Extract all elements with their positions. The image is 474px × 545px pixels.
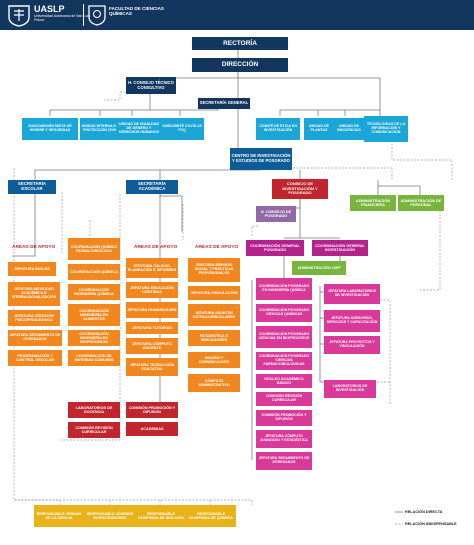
node-c-quimica: COORDINACIÓN QUÍMICA [68, 264, 120, 280]
node-igualdad: UNIDAD DE IGUALDAD DE GÉNERO Y DERECHOS … [116, 118, 162, 140]
direct-relation-line [279, 109, 380, 116]
node-c-bioprocesos: COORDINACIÓN INGENIERÍA EN BIOPROCESOS [68, 330, 120, 346]
node-cp-promocion: COMISIÓN PROMOCIÓN Y DIFUSIÓN [256, 410, 312, 426]
indispensable-relation-line [14, 499, 253, 505]
legend-indispensable-label: RELACIÓN INDISPENSABLE [405, 522, 457, 526]
node-jef-extra: JEFATURA ASUNTOS EXTRACURRICULARES [188, 304, 240, 326]
node-consejo-inv: CONSEJO DE INVESTIGACIÓN Y POSGRADO [272, 179, 328, 199]
faculty-emblem-icon [88, 5, 106, 26]
node-cp-iq: COORDINACIÓN POSGRADO EN INGENIERÍA QUÍM… [256, 278, 312, 300]
node-jef-calidad: JEFATURA CALIDAD, PLANEACIÓN E INFORMES [126, 258, 178, 278]
node-jef-lab-inv: JEFATURA LABORATORIOS DE INVESTIGACIÓN [324, 284, 380, 304]
direct-relation-line [377, 180, 421, 196]
node-estadistica: ESTADÍSTICA E INDICADORES [188, 330, 240, 346]
node-prog-control: PROGRAMACIÓN Y CONTROL ESCOLAR [8, 350, 62, 366]
node-jef-tec-educ: JEFATURA TECNOLOGÍA EDUCATIVA [126, 358, 178, 376]
support-areas-label-academica: ÁREAS DE APOYO [134, 245, 178, 250]
node-jef-asesorias: JEFATURA ASESORÍAS, SERVICIOS Y CAPACITA… [324, 310, 380, 332]
node-jef-psico: JEFATURA ATENCIÓN PSICOPEDAGÓGICA [8, 310, 60, 326]
header-bar: UASLP Universidad Autónoma de San Luis P… [0, 0, 474, 30]
node-etica: COMITÉ DE ÉTICA EN INVESTIGACIÓN [256, 118, 300, 140]
node-c-iq: COORDINACIÓN INGENIERÍA QUÍMICA [68, 284, 120, 300]
node-academias: ACADEMIAS [126, 422, 178, 436]
node-com-promocion: COMISIÓN PROMOCIÓN Y DIFUSIÓN [126, 402, 178, 418]
node-jef-tutorias: JEFATURA TUTORÍAS [126, 322, 178, 334]
node-imagen: IMAGEN Y COMUNICACIÓN [188, 352, 240, 368]
header-divider [83, 4, 84, 26]
node-jef-ingles: JEFATURA INGLÉS [8, 262, 56, 276]
indispensable-relation-line [420, 200, 441, 291]
node-proteccion: UNIDAD INTERNA DE PROTECCIÓN CIVIL [80, 118, 120, 140]
uaslp-shield-icon [8, 5, 30, 27]
node-tecnologias: TECNOLOGÍAS DE LA INFORMACIÓN Y COMUNICA… [364, 116, 408, 142]
direct-relation-line [159, 190, 183, 232]
node-consejo: H. CONSEJO TÉCNICO CONSULTIVO [126, 77, 176, 94]
node-lab-investigacion: LABORATORIOS DE INVESTIGACIÓN [324, 380, 376, 398]
node-jef-educacion: JEFATURA EDUCACIÓN CONTINUA [126, 282, 178, 298]
node-lab-docencia: LABORATORIOS DE DOCENCIA [68, 402, 120, 418]
node-jef-egresados: JEFATURA SEGUIMIENTO DE EGRESADOS [8, 330, 62, 346]
indispensable-relation-line [60, 194, 121, 441]
node-jef-servicio: JEFATURA SERVICIO SOCIAL Y PRÁCTICAS PRO… [188, 258, 240, 282]
node-rectoria: RECTORÍA [192, 37, 288, 50]
node-jef-humanidades: JEFATURA HUMANIDADES [126, 302, 178, 318]
node-covid: SUBCOMITÉ COVID-19 FCQ [160, 118, 204, 140]
node-sec-academica: SECRETARÍA ACADÉMICA [126, 180, 178, 194]
node-cp-revision: COMISIÓN REVISIÓN CURRICULAR [256, 392, 312, 406]
indispensable-relation-line [251, 225, 258, 236]
node-computo-adm: CÓMPUTO ADMINISTRATIVO [188, 374, 240, 392]
support-areas-label-cep: ÁREAS DE APOYO [195, 245, 239, 250]
node-jef-docente: JEFATURA CÓMPUTO DOCENTE [126, 338, 178, 354]
node-cep: CENTRO DE INVESTIGACIÓN Y ESTUDIOS DE PO… [230, 148, 292, 170]
node-resp-verano: RESPONSABLE VERANO DE LA CIENCIA [34, 505, 84, 527]
node-sub-higiene: SUBCOMISIÓN MIXTA DE HIGIENE Y SEGURIDAD [22, 118, 78, 140]
node-biociencias: UNIDAD DE BIOCIENCIAS [334, 118, 364, 140]
node-c-comunes: COORDINACIÓN DE MATERIAS COMUNES [68, 350, 120, 366]
node-nucleo: NÚCLEO ACADÉMICO BÁSICO [256, 374, 312, 388]
node-adm-ciep: ADMINISTRACIÓN CIEP [292, 261, 346, 275]
node-adm-financiera: ADMINISTRACIÓN FINANCIERA [350, 195, 396, 211]
direct-relation-line [238, 77, 381, 116]
node-com-revision: COMISIÓN REVISIÓN CURRICULAR [68, 422, 120, 438]
node-jef-computo-avz: JEFATURA CÓMPUTO AVANZADO Y ESTADÍSTICA [256, 430, 312, 448]
indispensable-relation-line [391, 140, 453, 180]
node-sec-escolar: SECRETARÍA ESCOLAR [8, 180, 56, 194]
node-resp-quimica: RESPONSABLE OLIMPIADA DE QUÍMICA [186, 505, 236, 527]
support-areas-label-escolar: ÁREAS DE APOYO [12, 245, 56, 250]
node-jef-seg-egresados: JEFATURA SEGUIMIENTO DE EGRESADOS [256, 452, 312, 470]
indispensable-relation-line [380, 299, 391, 405]
legend-direct-label: RELACIÓN DIRECTA [405, 510, 443, 514]
direct-relation-line [34, 160, 261, 180]
node-c-alimentos: COORDINACIÓN INGENIERÍA EN ALIMENTOS [68, 304, 120, 326]
university-name: Universidad Autónoma de San Luis Potosí [34, 14, 91, 23]
node-cp-bio: COORDINACIÓN POSGRADO CIENCIAS EN BIOPRO… [256, 326, 312, 348]
node-plantas: UNIDAD DE PLANTAS [304, 118, 334, 140]
node-adm-personal: ADMINISTRACIÓN DE PERSONAL [398, 195, 444, 211]
node-resp-biologia: RESPONSABLE OLIMPIADA DE BIOLOGÍA [136, 505, 186, 527]
node-cp-cq: COORDINACIÓN POSGRADO CIENCIAS QUÍMICAS [256, 304, 312, 322]
node-h-consejo-posgrado: H. CONSEJO DE POSGRADO [256, 206, 296, 222]
node-sec-general: SECRETARÍA GENERAL [198, 98, 250, 109]
node-coord-posgrado: COORDINACIÓN GENERAL POSGRADO [246, 240, 304, 256]
node-jef-vinculacion: JEFATURA VINCULACIÓN [188, 286, 240, 300]
node-resp-jovenes: RESPONSABLE JÓVENES INVESTIGADORES [84, 505, 136, 527]
node-c-qfb: COORDINACIÓN QUÍMICO FARMACOBIÓLOGO [68, 238, 120, 260]
node-direccion: DIRECCIÓN [192, 58, 288, 72]
node-cp-farma: COORDINACIÓN POSGRADO CIENCIAS FARMACOBI… [256, 352, 312, 370]
node-coord-investigacion: COORDINACIÓN GENERAL INVESTIGACIÓN [312, 240, 368, 256]
university-acronym: UASLP [34, 4, 65, 14]
node-jef-movilidad: JEFATURA MOVILIDAD ACADÉMICA E INTERNACI… [8, 282, 60, 306]
faculty-name: FACULTAD DE CIENCIAS QUÍMICAS [109, 6, 164, 17]
direct-relation-line [12, 188, 36, 257]
node-jef-proyectos: JEFATURA PROYECTOS Y VINCULACIÓN [324, 336, 380, 354]
